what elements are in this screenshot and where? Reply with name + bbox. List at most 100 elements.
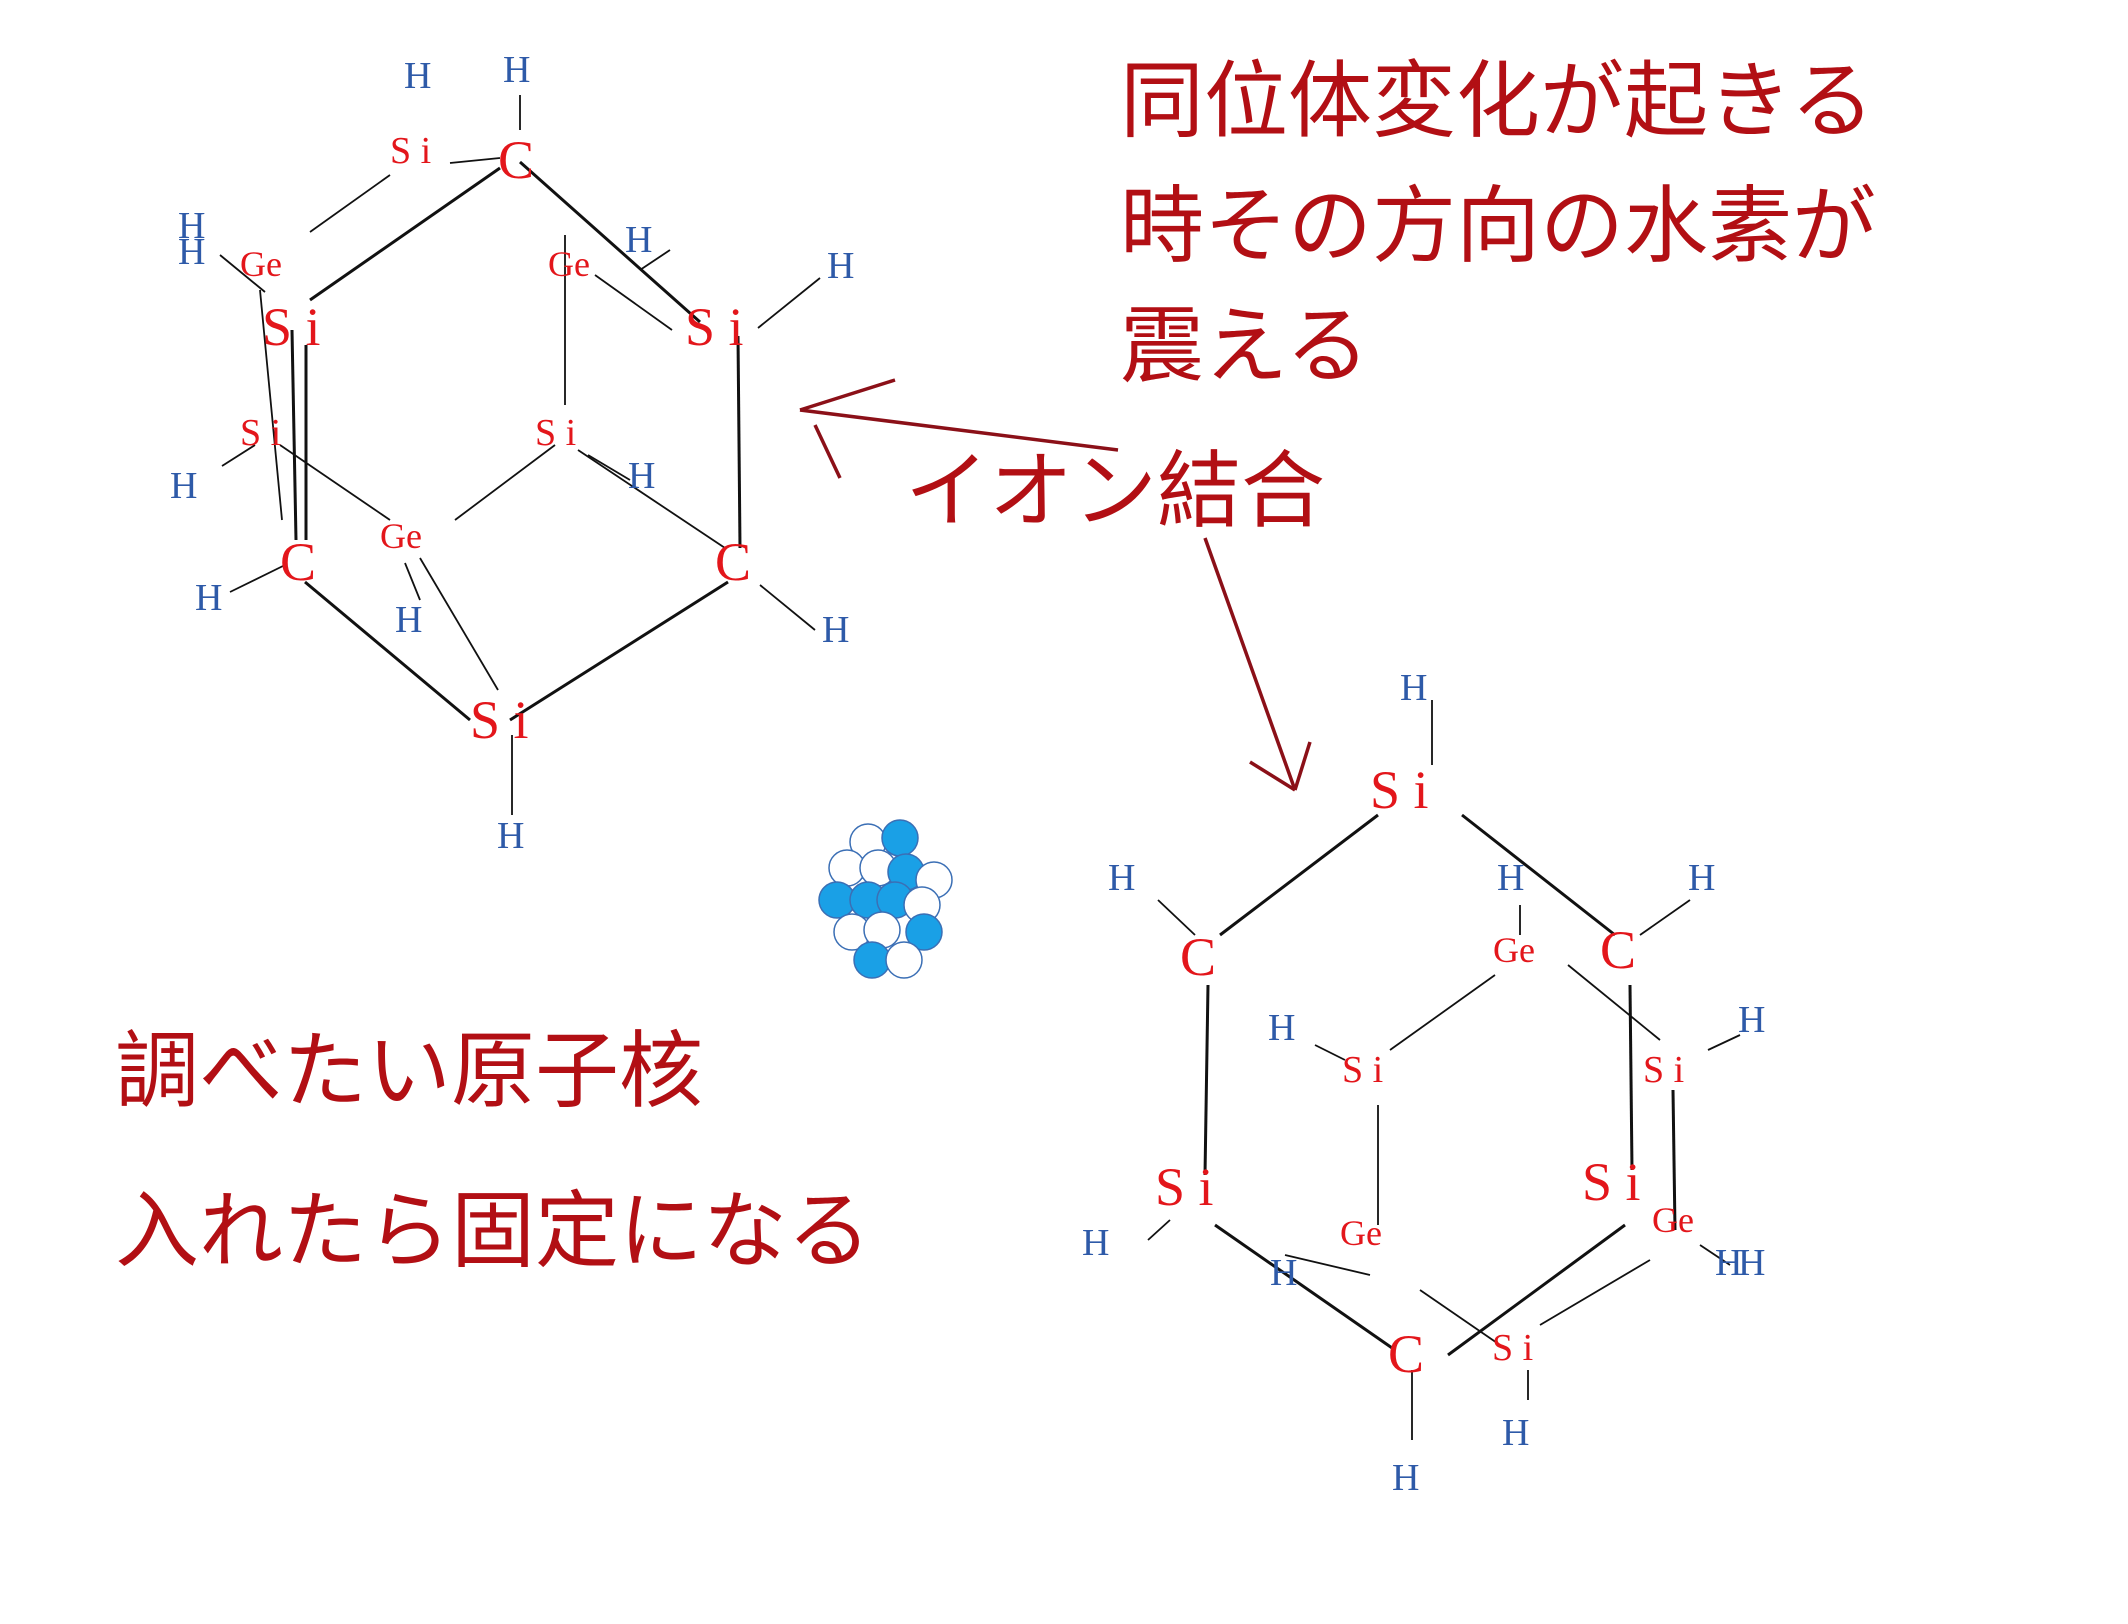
hydrogen-atom: H [1270,1252,1297,1294]
left-molecule-atoms: H H S i C H H Ge Ge H H S i S i S i S i … [170,49,854,857]
hydrogen-atom: H [195,577,222,619]
arrow-to-left-molecule [799,378,1119,479]
right-molecule [1147,700,1741,1440]
bond [1639,899,1691,936]
carbon-atom: C [1388,1324,1424,1384]
carbon-atom: C [715,532,751,592]
arrow-shaft [799,408,1119,452]
proton [853,941,891,979]
germanium-atom: Ge [548,244,590,284]
hydrogen-atom: H [1497,857,1524,899]
hydrogen-atom: H [1715,1242,1742,1284]
neutron [885,941,923,979]
hydrogen-atom: H [1108,857,1135,899]
isotope-note-line1: 同位体変化が起きる [1120,52,1874,150]
hydrogen-atom: H [1392,1457,1419,1499]
hydrogen-atom: H [1268,1007,1295,1049]
hydrogen-atom: H [1400,667,1427,709]
bond [229,564,286,593]
germanium-atom: Ge [1652,1200,1694,1240]
silicon-atom: S i [390,130,431,172]
ionic-bond-label: イオン結合 [905,442,1325,540]
bond [1447,1223,1626,1357]
bond [1314,1044,1346,1061]
hydrogen-atom: H [827,245,854,287]
carbon-atom: C [498,130,534,190]
arrow-head [1293,741,1312,791]
silicon-atom: S i [240,412,281,454]
atomic-nucleus [818,819,953,979]
bond [587,454,631,481]
carbon-atom: C [280,532,316,592]
bond [757,277,821,329]
germanium-atom: Ge [1340,1213,1382,1253]
arrow-shaft [1203,537,1297,791]
silicon-atom: S i [535,412,576,454]
bond [1219,813,1379,937]
bond [454,444,556,521]
bond [1203,984,1210,1176]
proton [881,819,919,857]
germanium-atom: Ge [380,516,422,556]
bond [736,335,742,549]
silicon-atom: S i [470,690,529,750]
bond [404,562,421,601]
hydrogen-atom: H [503,49,530,91]
bond [1567,964,1661,1041]
nucleus-note-line1: 調べたい原子核 [115,1022,703,1120]
isotope-note-line3: 震える [1120,297,1369,395]
bond [1628,984,1634,1171]
bond [1699,1244,1731,1266]
hydrogen-atom: H [1688,857,1715,899]
carbon-atom: C [1600,920,1636,980]
annotations: 同位体変化が起きる 時その方向の水素が 震える イオン結合 調べたい原子核 入れ… [115,52,1876,1280]
bond [290,329,298,541]
silicon-atom: S i [1492,1327,1533,1369]
bond [1419,1289,1501,1346]
silicon-atom: S i [1582,1152,1641,1212]
hydrogen-atom: H [1082,1222,1109,1264]
bond [1707,1034,1741,1051]
silicon-atom: S i [262,297,321,357]
silicon-atom: S i [1342,1049,1383,1091]
hydrogen-atom: H [1502,1412,1529,1454]
bond [304,580,471,722]
nucleus-note-line2: 入れたら固定になる [115,1182,871,1280]
hydrogen-atom: H [497,815,524,857]
hydrogen-atom: H [170,465,197,507]
bond [1671,1089,1677,1231]
bond [1461,813,1616,937]
hydrogen-atom: H [625,219,652,261]
bond [221,444,256,467]
carbon-atom: C [1180,927,1216,987]
bond [419,557,499,691]
bond [1147,1219,1171,1241]
proton [905,913,943,951]
hydrogen-atom: H [1738,999,1765,1041]
bond [219,254,266,293]
arrow-head [799,378,896,412]
bond [1284,1254,1371,1276]
right-molecule-atoms: H S i H H H C C Ge H H S i S i S i S i G… [1082,667,1765,1499]
arrow-head [813,424,842,479]
bond [279,444,391,521]
silicon-atom: S i [1643,1049,1684,1091]
bond [1214,1223,1396,1352]
bond [577,449,726,549]
bond [449,157,501,164]
hydrogen-atom: H [404,55,431,97]
bond [509,580,729,722]
germanium-atom: Ge [1493,930,1535,970]
germanium-atom: Ge [240,244,282,284]
hydrogen-atom: H [822,609,849,651]
bond [639,249,671,271]
bond [309,174,391,233]
bond [309,166,501,302]
hydrogen-atom: H [628,455,655,497]
bond [259,289,283,521]
bond [1157,899,1196,936]
arrow-to-right-molecule [1203,537,1312,792]
bond [1539,1259,1651,1326]
silicon-atom: S i [1155,1157,1214,1217]
